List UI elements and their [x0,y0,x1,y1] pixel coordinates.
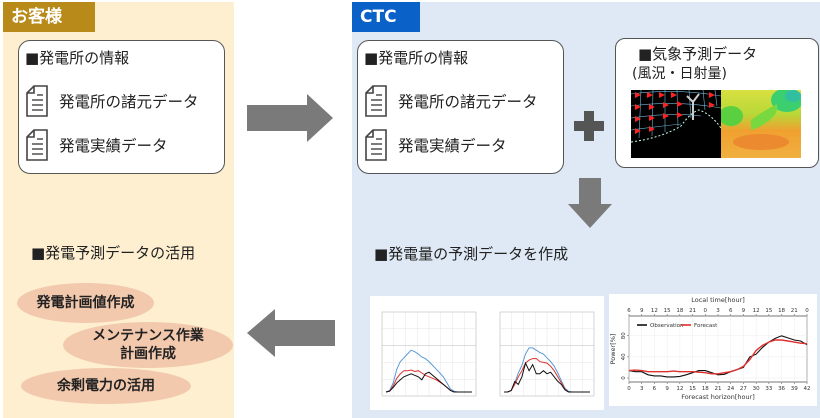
legend-label: Forecast [694,323,718,329]
document-icon [365,85,387,117]
x2-tick-label: 15 [664,308,671,314]
ctc-info-title: ■発電所の情報 [364,49,469,67]
doc-label: 発電所の諸元データ [398,93,538,111]
x2-tick-label: 12 [651,308,658,314]
usage-surplus-power: 余剰電力の活用 [21,368,191,404]
series-line-observation [504,361,590,393]
y-axis-label: Power[%] [609,334,617,365]
usage-maintenance-plan: メンテナンス作業 計画作成 [63,322,233,368]
daily-chart-2 [499,311,595,397]
ctc-doc-specs: 発電所の諸元データ [364,85,538,117]
x2-tick-label: 21 [791,308,798,314]
usage-title: ■発電予測データの活用 [31,244,196,262]
x-tick-label: 27 [740,386,747,392]
customer-info-title: ■発電所の情報 [25,49,130,67]
series-line-forecast [628,339,808,375]
y-tick-label: 0 [621,376,627,380]
doc-label: 発電実績データ [59,137,168,155]
customer-tag: お客様 [3,2,95,32]
customer-doc-specs: 発電所の諸元データ [25,85,199,117]
x2-tick-label: 3 [716,308,720,314]
ctc-info-box: ■発電所の情報 発電所の諸元データ 発電実績データ [357,40,564,174]
document-icon [26,129,48,161]
ctc-doc-results: 発電実績データ [364,129,507,161]
x-tick-label: 33 [765,386,772,392]
x-tick-label: 21 [715,386,722,392]
x-tick-label: 42 [804,386,811,392]
x-tick-label: 36 [778,386,785,392]
x-tick-label: 24 [727,386,734,392]
x2-tick-label: 6 [627,308,631,314]
x2-tick-label: 9 [742,308,746,314]
weather-title: ■気象予測データ [638,45,758,63]
x2-axis-label: Local time[hour] [691,296,745,304]
document-icon [365,129,387,161]
doc-label: 発電実績データ [398,137,507,155]
forecast-title: ■発電量の予測データを作成 [374,245,569,263]
x2-tick-label: 12 [753,308,760,314]
x2-tick-label: 0 [805,308,809,314]
x2-tick-label: 6 [729,308,733,314]
x2-tick-label: 9 [640,308,644,314]
x-tick-label: 12 [676,386,683,392]
x2-tick-label: 18 [778,308,785,314]
x-tick-label: 15 [689,386,696,392]
y-tick-label: 80 [621,332,627,339]
x2-tick-label: 15 [765,308,772,314]
doc-label: 発電所の諸元データ [59,93,199,111]
usage-label: 発電計画値作成 [36,295,135,311]
x-axis-label: Forecast horizon[hour] [681,393,755,401]
usage-label: メンテナンス作業 [92,328,204,344]
wind-map-image [631,90,721,158]
x-tick-label: 0 [627,386,631,392]
x2-tick-label: 21 [689,308,696,314]
customer-panel: お客様 ■発電所の情報 発電所の諸元データ 発電実績データ ■発電予測データの活… [3,2,234,418]
weather-forecast-box: ■気象予測データ (風況・日射量) [615,38,819,168]
arrow-right-icon [247,94,333,142]
x-tick-label: 39 [791,386,798,392]
x2-tick-label: 0 [704,308,708,314]
x2-tick-label: 18 [676,308,683,314]
ctc-tag: CTC [352,2,420,32]
series-line-observation [385,371,472,393]
daily-chart-1 [381,311,477,397]
legend-label: Observation [650,323,684,329]
document-icon [26,85,48,117]
customer-info-box: ■発電所の情報 発電所の諸元データ 発電実績データ [18,40,225,174]
solar-radiation-map-image [721,90,801,158]
horizon-forecast-chart: Local time[hour]063961291512181521180213… [609,296,811,401]
plus-icon [574,111,604,141]
arrow-left-icon [247,309,335,357]
x-tick-label: 30 [753,386,760,392]
arrow-down-icon [568,178,612,228]
x-tick-label: 9 [665,386,669,392]
daily-forecast-charts [381,311,595,397]
daily-chart-card [370,296,604,410]
customer-doc-results: 発電実績データ [25,129,168,161]
usage-plan-value: 発電計画値作成 [17,283,154,323]
usage-label: 余剰電力の活用 [57,378,155,394]
weather-subtitle: (風況・日射量) [632,66,727,82]
y-tick-label: 40 [621,353,627,360]
series-line-observation [628,335,808,378]
usage-label-2: 計画作成 [120,346,176,362]
x-tick-label: 18 [702,386,709,392]
x-tick-label: 3 [640,386,644,392]
x-tick-label: 6 [653,386,657,392]
